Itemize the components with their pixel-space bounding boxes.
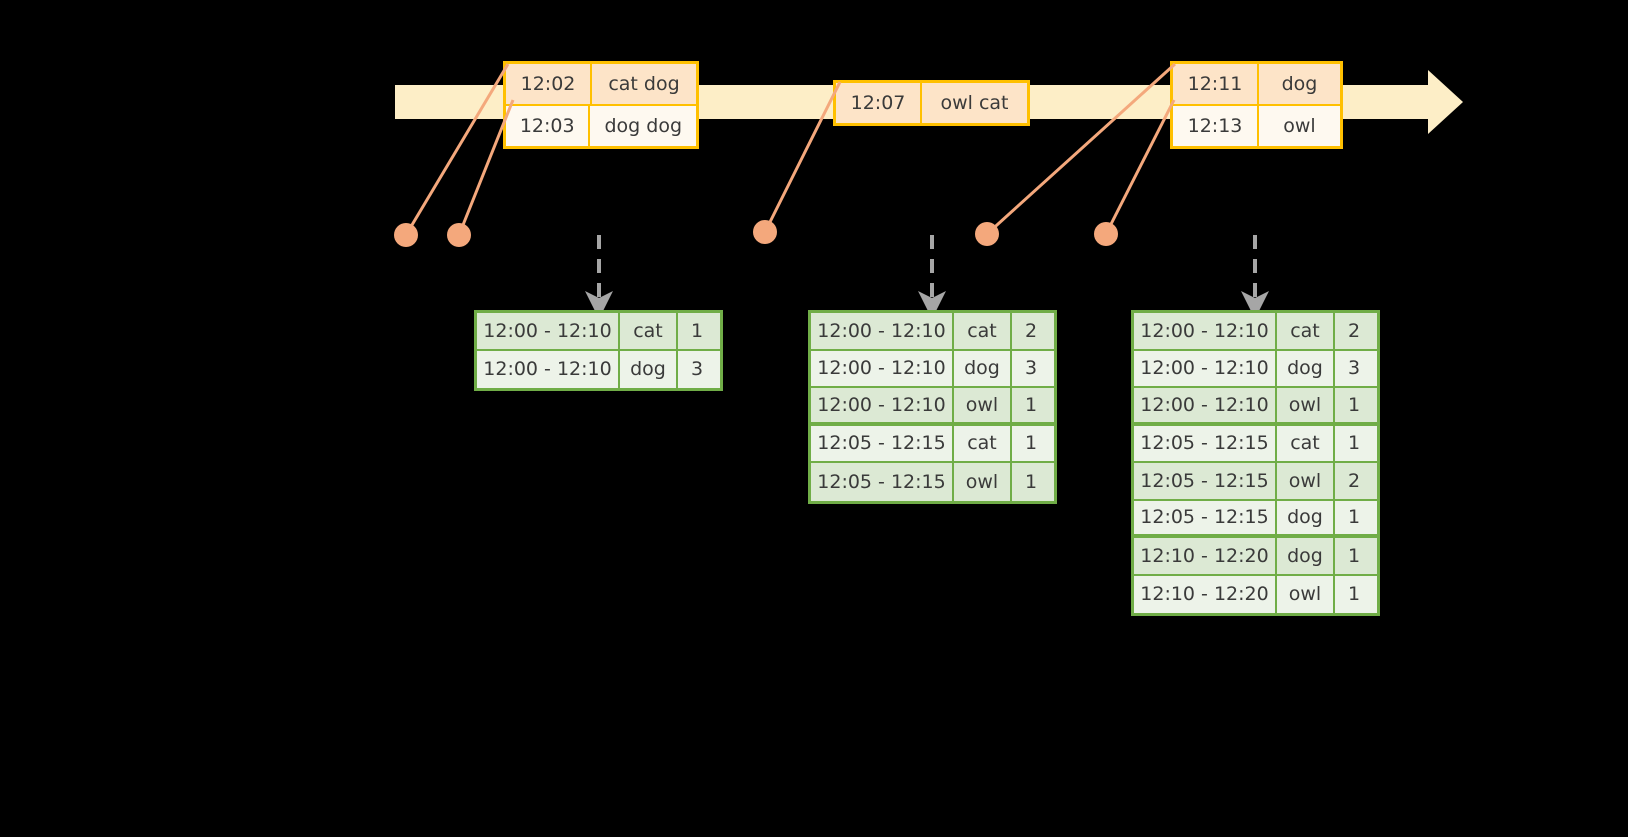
key-cell: dog	[1277, 538, 1335, 574]
window-cell: 12:10 - 12:20	[1134, 538, 1277, 574]
event-row[interactable]: 12:07 owl cat	[836, 83, 1027, 123]
count-cell: 1	[1347, 393, 1361, 416]
count-cell: 1	[1347, 583, 1361, 606]
event-time: 12:07	[836, 83, 922, 123]
key-cell: owl	[1277, 463, 1335, 499]
window-cell: 12:00 - 12:10	[811, 388, 954, 422]
count-cell: 3	[1024, 357, 1038, 380]
window-cell: 12:00 - 12:10	[811, 350, 954, 386]
count-cell: 1	[1347, 432, 1361, 455]
event-words: owl	[1283, 115, 1316, 137]
trigger-dot-1[interactable]	[394, 223, 418, 247]
count-cell: 1	[1347, 506, 1361, 529]
key-cell: owl	[954, 463, 1012, 501]
event-time: 12:13	[1173, 106, 1259, 146]
event-group-2[interactable]: 12:07 owl cat	[833, 80, 1030, 126]
timeline-arrow-icon	[1428, 70, 1463, 134]
key-cell: dog	[620, 350, 678, 388]
down-arrows	[585, 235, 1269, 319]
window-cell: 12:10 - 12:20	[1134, 575, 1277, 613]
key-cell: dog	[1277, 350, 1335, 386]
window-cell: 12:00 - 12:10	[1134, 350, 1277, 386]
event-row[interactable]: 12:11 dog	[1173, 64, 1340, 104]
count-cell: 2	[1024, 319, 1038, 342]
key-cell: dog	[954, 350, 1012, 386]
key-cell: owl	[1277, 575, 1335, 613]
event-group-1[interactable]: 12:02 cat dog 12:03 dog dog	[503, 61, 699, 149]
window-cell: 12:00 - 12:10	[477, 350, 620, 388]
event-time: 12:03	[506, 106, 591, 146]
key-cell: cat	[954, 313, 1012, 349]
key-cell: cat	[1277, 313, 1335, 349]
event-words: cat dog	[608, 73, 680, 95]
window-cell: 12:00 - 12:10	[1134, 388, 1277, 422]
event-row[interactable]: 12:02 cat dog	[506, 64, 696, 104]
event-words: dog	[1281, 73, 1318, 95]
event-time: 12:02	[506, 64, 592, 104]
trigger-dot-3[interactable]	[753, 220, 777, 244]
count-cell: 3	[690, 358, 704, 381]
window-cell: 12:00 - 12:10	[811, 313, 954, 349]
window-cell: 12:00 - 12:10	[477, 313, 620, 349]
count-cell: 1	[1024, 393, 1038, 416]
window-cell: 12:05 - 12:15	[1134, 463, 1277, 499]
key-cell: cat	[1277, 425, 1335, 461]
event-time: 12:11	[1173, 64, 1259, 104]
count-cell: 3	[1347, 357, 1361, 380]
count-cell: 1	[690, 319, 704, 342]
event-row[interactable]: 12:13 owl	[1173, 104, 1340, 146]
window-cell: 12:00 - 12:10	[1134, 313, 1277, 349]
count-cell: 1	[1024, 470, 1038, 493]
event-words: owl cat	[940, 92, 1009, 114]
key-cell: owl	[1277, 388, 1335, 422]
count-cell: 1	[1024, 432, 1038, 455]
window-cell: 12:05 - 12:15	[1134, 500, 1277, 534]
count-cell: 2	[1347, 319, 1361, 342]
count-cell: 1	[1347, 544, 1361, 567]
trigger-dots	[394, 220, 1118, 247]
key-cell: dog	[1277, 500, 1335, 534]
trigger-dot-2[interactable]	[447, 223, 471, 247]
event-group-3[interactable]: 12:11 dog 12:13 owl	[1170, 61, 1343, 149]
window-cell: 12:05 - 12:15	[1134, 425, 1277, 461]
key-cell: cat	[954, 425, 1012, 461]
event-words: dog dog	[604, 115, 682, 137]
key-cell: cat	[620, 313, 678, 349]
trigger-dot-5[interactable]	[1094, 222, 1118, 246]
count-cell: 2	[1347, 469, 1361, 492]
connector-line-5	[1104, 99, 1176, 235]
event-row[interactable]: 12:03 dog dog	[506, 104, 696, 146]
window-cell: 12:05 - 12:15	[811, 425, 954, 461]
window-cell: 12:05 - 12:15	[811, 463, 954, 501]
key-cell: owl	[954, 388, 1012, 422]
trigger-dot-4[interactable]	[975, 222, 999, 246]
